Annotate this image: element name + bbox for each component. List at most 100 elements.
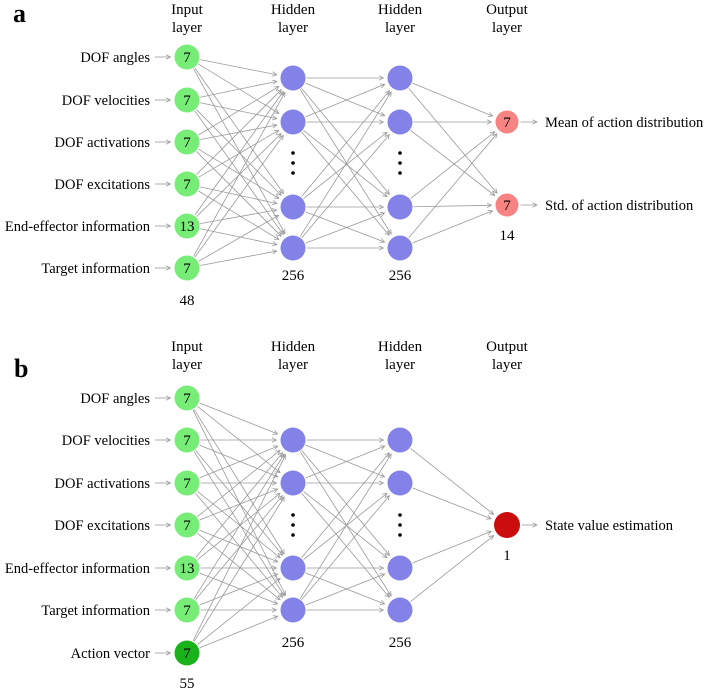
ellipsis-dot: [398, 533, 402, 537]
connection-line: [195, 493, 283, 597]
hidden-node: [280, 597, 306, 623]
output-node: [495, 110, 519, 134]
hidden-node: [280, 65, 306, 91]
input-node-value: 13: [180, 561, 195, 577]
connection-line: [305, 84, 384, 118]
input-node: [174, 512, 200, 538]
connection-line: [412, 82, 492, 116]
connection-line: [199, 446, 278, 479]
connection-line: [193, 409, 284, 554]
input-node-value: 7: [183, 391, 191, 407]
ellipsis-dot: [291, 533, 295, 537]
hidden-node: [280, 194, 306, 220]
connection-line: [301, 132, 390, 235]
connection-line: [194, 91, 284, 216]
input-node-value: 7: [183, 518, 191, 534]
ellipsis-dot: [291, 523, 295, 527]
connection-line: [410, 448, 494, 514]
input-node: [174, 171, 200, 197]
ellipsis-dot: [398, 513, 402, 517]
output-node-value: 7: [503, 115, 511, 131]
output-total: 14: [500, 228, 516, 244]
input-node-value: 7: [183, 93, 191, 109]
connection-line: [199, 489, 278, 521]
input-label: DOF angles: [80, 391, 150, 407]
panel-label-b: b: [14, 354, 28, 383]
input-node: [174, 640, 200, 666]
connection-line: [193, 497, 284, 642]
layer-header-line1: Hidden: [378, 339, 423, 355]
input-node: [174, 597, 200, 623]
layer-header-line2: layer: [172, 357, 202, 373]
connection-line: [200, 59, 277, 75]
ellipsis-dot: [398, 171, 402, 175]
connection-line: [198, 190, 279, 239]
input-node-value: 7: [183, 646, 191, 662]
connection-line: [197, 578, 281, 645]
connection-line: [198, 87, 279, 136]
hidden-total: 256: [282, 635, 305, 651]
connection-line: [193, 68, 285, 234]
layer-header-line1: Input: [171, 339, 203, 355]
connection-line: [192, 455, 286, 642]
layer-header-line2: layer: [385, 20, 415, 36]
connection-line: [196, 90, 282, 175]
input-node-value: 7: [183, 135, 191, 151]
hidden-node: [280, 555, 306, 581]
connection-line: [408, 134, 497, 238]
connection-line: [199, 574, 278, 606]
connection-line: [200, 228, 277, 245]
hidden-node: [280, 235, 306, 261]
input-total: 55: [180, 676, 195, 689]
connection-line: [412, 211, 493, 244]
input-node: [174, 255, 200, 281]
input-node: [174, 385, 200, 411]
connection-line: [198, 63, 279, 113]
hidden-node: [387, 555, 413, 581]
input-node-value: 7: [183, 603, 191, 619]
connection-line: [410, 129, 495, 195]
output-node: [495, 193, 519, 217]
connection-line: [199, 572, 278, 604]
input-node: [174, 427, 200, 453]
connection-line: [193, 454, 284, 599]
layer-header-line1: Hidden: [378, 2, 423, 18]
input-node-value: 13: [180, 219, 195, 235]
hidden-node: [387, 65, 413, 91]
connection-line: [305, 82, 384, 116]
input-node: [174, 470, 200, 496]
connection-line: [301, 493, 390, 597]
ellipsis-dot: [291, 171, 295, 175]
layer-header-line1: Output: [486, 2, 529, 18]
connection-line: [299, 451, 391, 596]
connection-line: [195, 450, 283, 555]
connection-line: [301, 88, 390, 194]
connection-line: [305, 574, 385, 606]
connection-line: [200, 251, 277, 266]
connection-line: [199, 444, 278, 477]
connection-line: [408, 88, 497, 193]
connection-line: [301, 450, 390, 555]
ellipsis-dot: [291, 161, 295, 165]
input-label: End-effector information: [5, 219, 151, 235]
hidden-node: [280, 470, 306, 496]
ellipsis-dot: [398, 523, 402, 527]
connection-line: [299, 92, 391, 237]
input-label: DOF excitations: [55, 518, 151, 534]
connection-line: [193, 92, 285, 257]
input-label: DOF activations: [55, 135, 151, 151]
ellipsis-dot: [398, 151, 402, 155]
connection-line: [194, 67, 284, 194]
connection-line: [301, 496, 390, 600]
connection-line: [196, 151, 282, 237]
layer-header-line1: Input: [171, 2, 203, 18]
connection-line: [197, 533, 281, 599]
hidden-total: 256: [389, 635, 412, 651]
hidden-total: 256: [389, 268, 412, 284]
connection-line: [197, 450, 281, 517]
output-label: Std. of action distribution: [545, 198, 694, 214]
input-label: DOF excitations: [55, 177, 151, 193]
connection-line: [301, 453, 390, 558]
input-node: [174, 129, 200, 155]
connection-line: [305, 213, 385, 244]
